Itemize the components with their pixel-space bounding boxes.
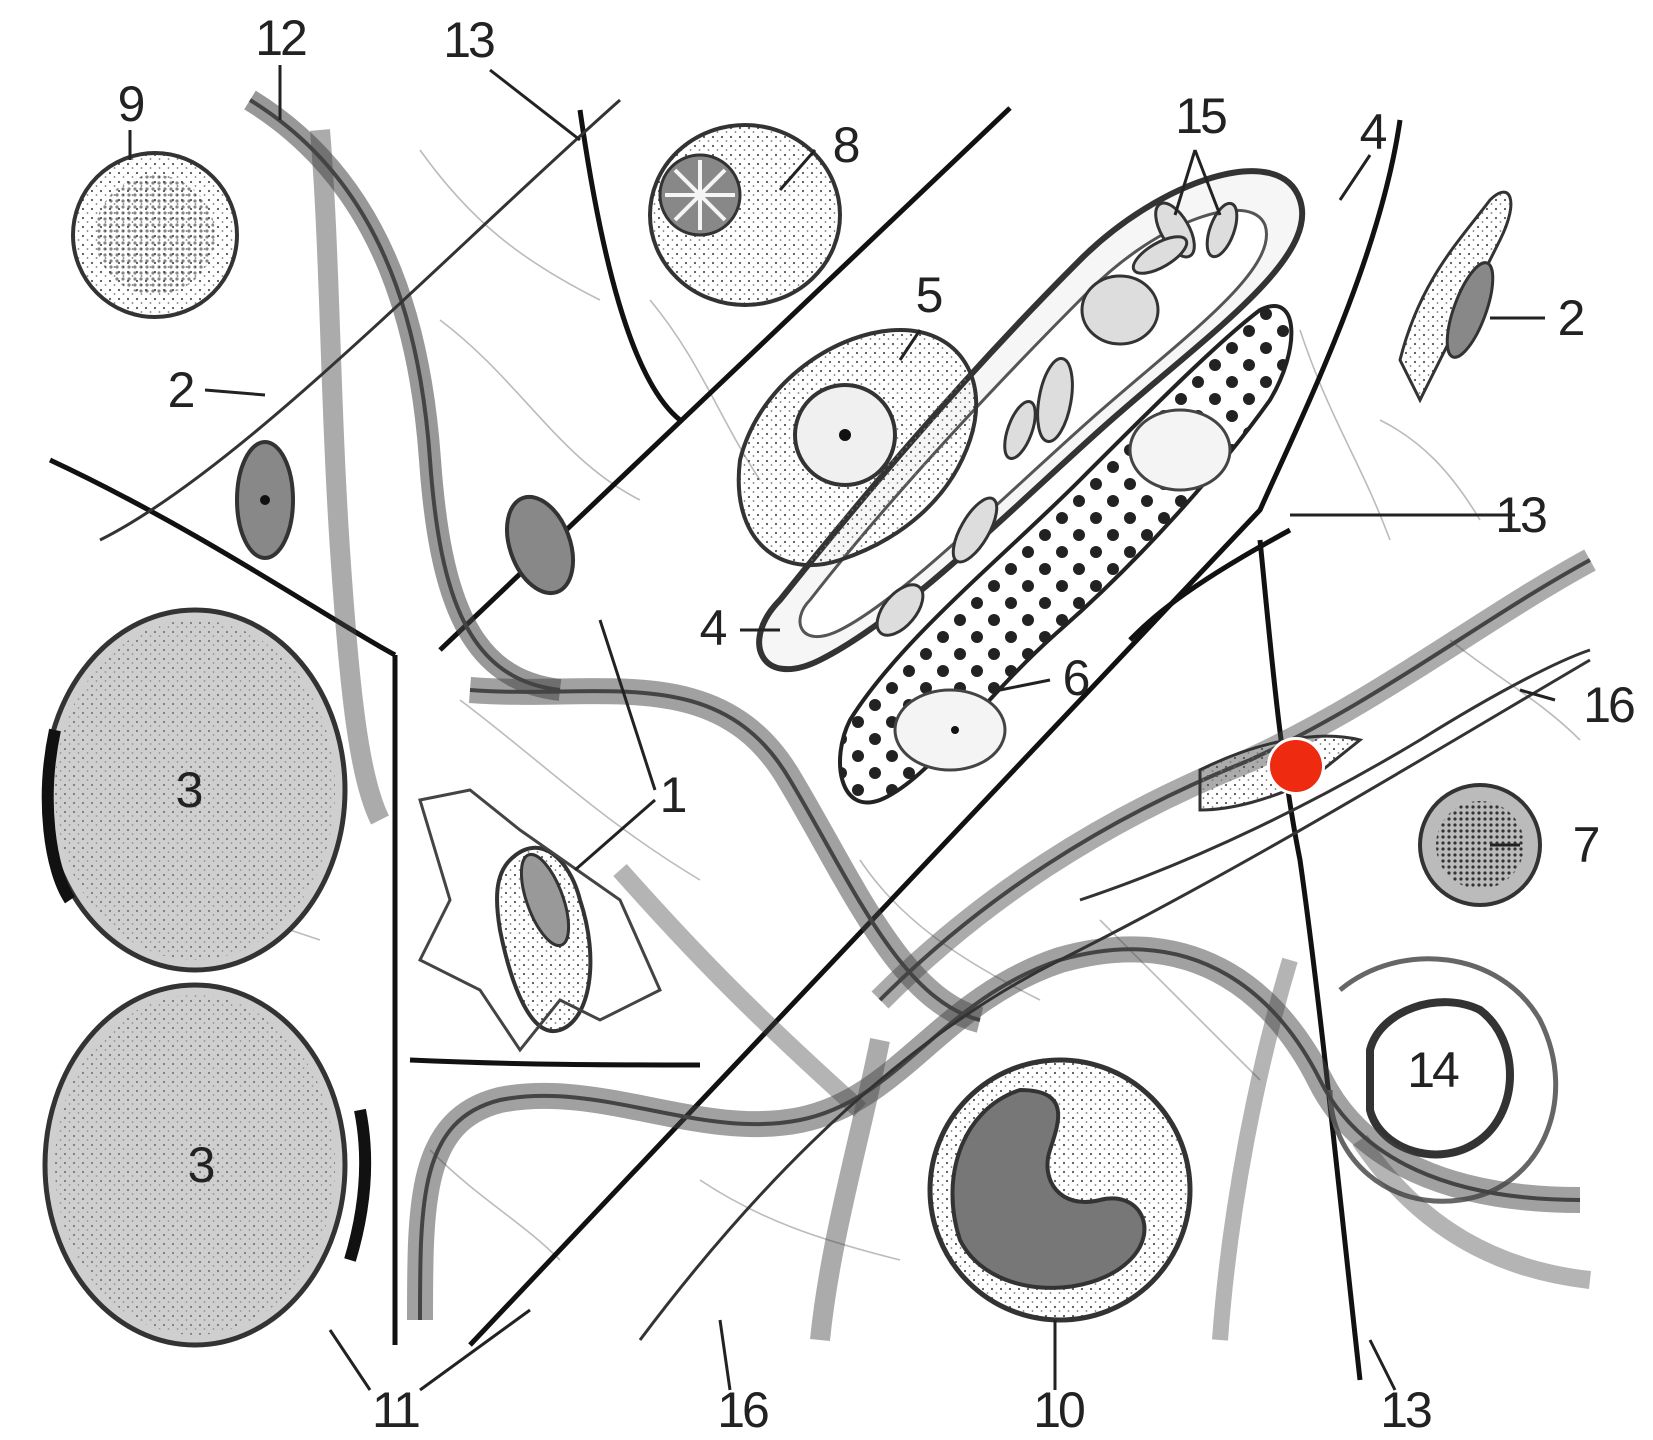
label-2-left: 2 (168, 365, 193, 415)
label-9: 9 (118, 79, 143, 129)
label-13-bottom: 13 (1380, 1385, 1430, 1435)
label-10: 10 (1033, 1385, 1083, 1435)
label-12: 12 (255, 13, 305, 63)
label-16-bottom: 16 (717, 1385, 767, 1435)
label-3-top: 3 (176, 765, 201, 815)
cell-10 (930, 1060, 1190, 1320)
red-marker-dot (1267, 737, 1325, 795)
label-1: 1 (660, 770, 685, 820)
label-16-right: 16 (1583, 680, 1633, 730)
label-4-top: 4 (1360, 107, 1385, 157)
cell-7 (1420, 785, 1540, 905)
label-7: 7 (1573, 820, 1598, 870)
label-13-top: 13 (443, 15, 493, 65)
label-3-bottom: 3 (188, 1140, 213, 1190)
label-8: 8 (833, 120, 858, 170)
cell-9 (73, 153, 237, 317)
label-15: 15 (1175, 91, 1225, 141)
label-13-right: 13 (1495, 490, 1545, 540)
fat-cells (45, 610, 365, 1345)
label-5: 5 (916, 270, 941, 320)
label-4-left: 4 (700, 603, 725, 653)
label-2-right: 2 (1558, 293, 1583, 343)
label-14: 14 (1407, 1045, 1457, 1095)
label-11: 11 (372, 1385, 418, 1435)
label-6: 6 (1063, 653, 1088, 703)
